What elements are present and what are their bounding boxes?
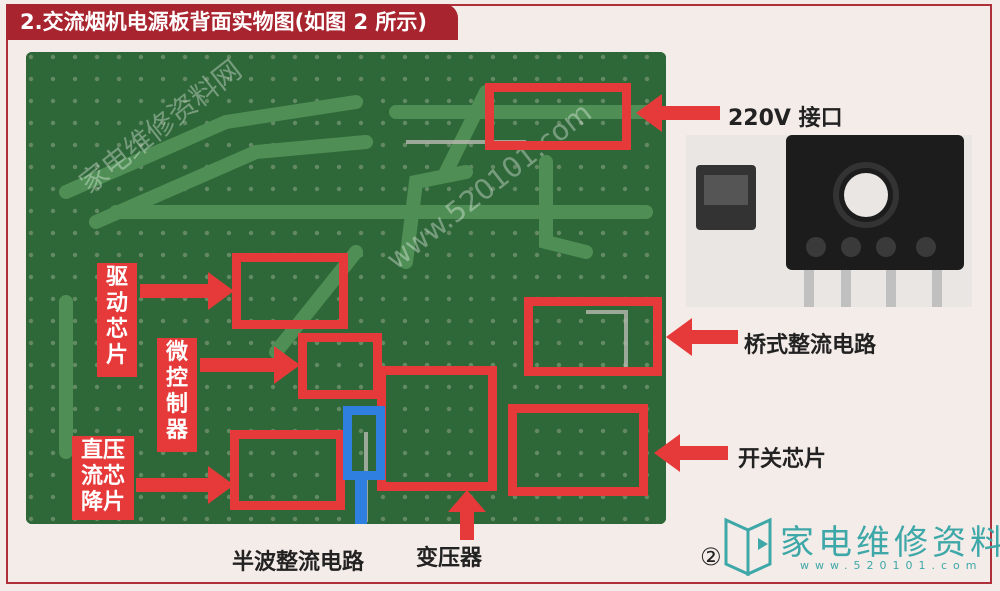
half-wave-rectifier-label: 半波整流电路: [232, 550, 365, 575]
figure-frame: [6, 4, 992, 584]
bridge-rectifier-photo: [686, 135, 972, 307]
site-logo-text: 家电维修资料网: [780, 523, 1000, 563]
dc-step-down-chip-label: 直压流芯降片: [72, 436, 134, 520]
site-logo-url: www.520101.com: [800, 559, 983, 572]
bridge-rectifier-box: [524, 297, 662, 376]
driver-chip-label: 驱动芯片: [97, 263, 137, 377]
half-wave-pointer: [355, 478, 367, 524]
rectifier-drawing: [696, 135, 964, 307]
dc-step-down-chip-box: [230, 430, 345, 510]
transformer-label: 变压器: [416, 546, 483, 571]
power-input-label: 220V 接口: [728, 106, 843, 131]
bridge-rectifier-label: 桥式整流电路: [744, 333, 877, 358]
driver-chip-box: [232, 253, 348, 329]
power-input-box: [485, 83, 631, 150]
mcu-label: 微控制器: [157, 338, 197, 452]
switch-chip-label: 开关芯片: [738, 447, 827, 472]
figure-number: ②: [700, 543, 722, 571]
half-wave-rectifier-box: [343, 406, 385, 480]
figure-title: 2.交流烟机电源板背面实物图(如图 2 所示): [6, 4, 458, 40]
switch-chip-box: [508, 404, 648, 496]
book-logo-icon: [724, 517, 772, 576]
